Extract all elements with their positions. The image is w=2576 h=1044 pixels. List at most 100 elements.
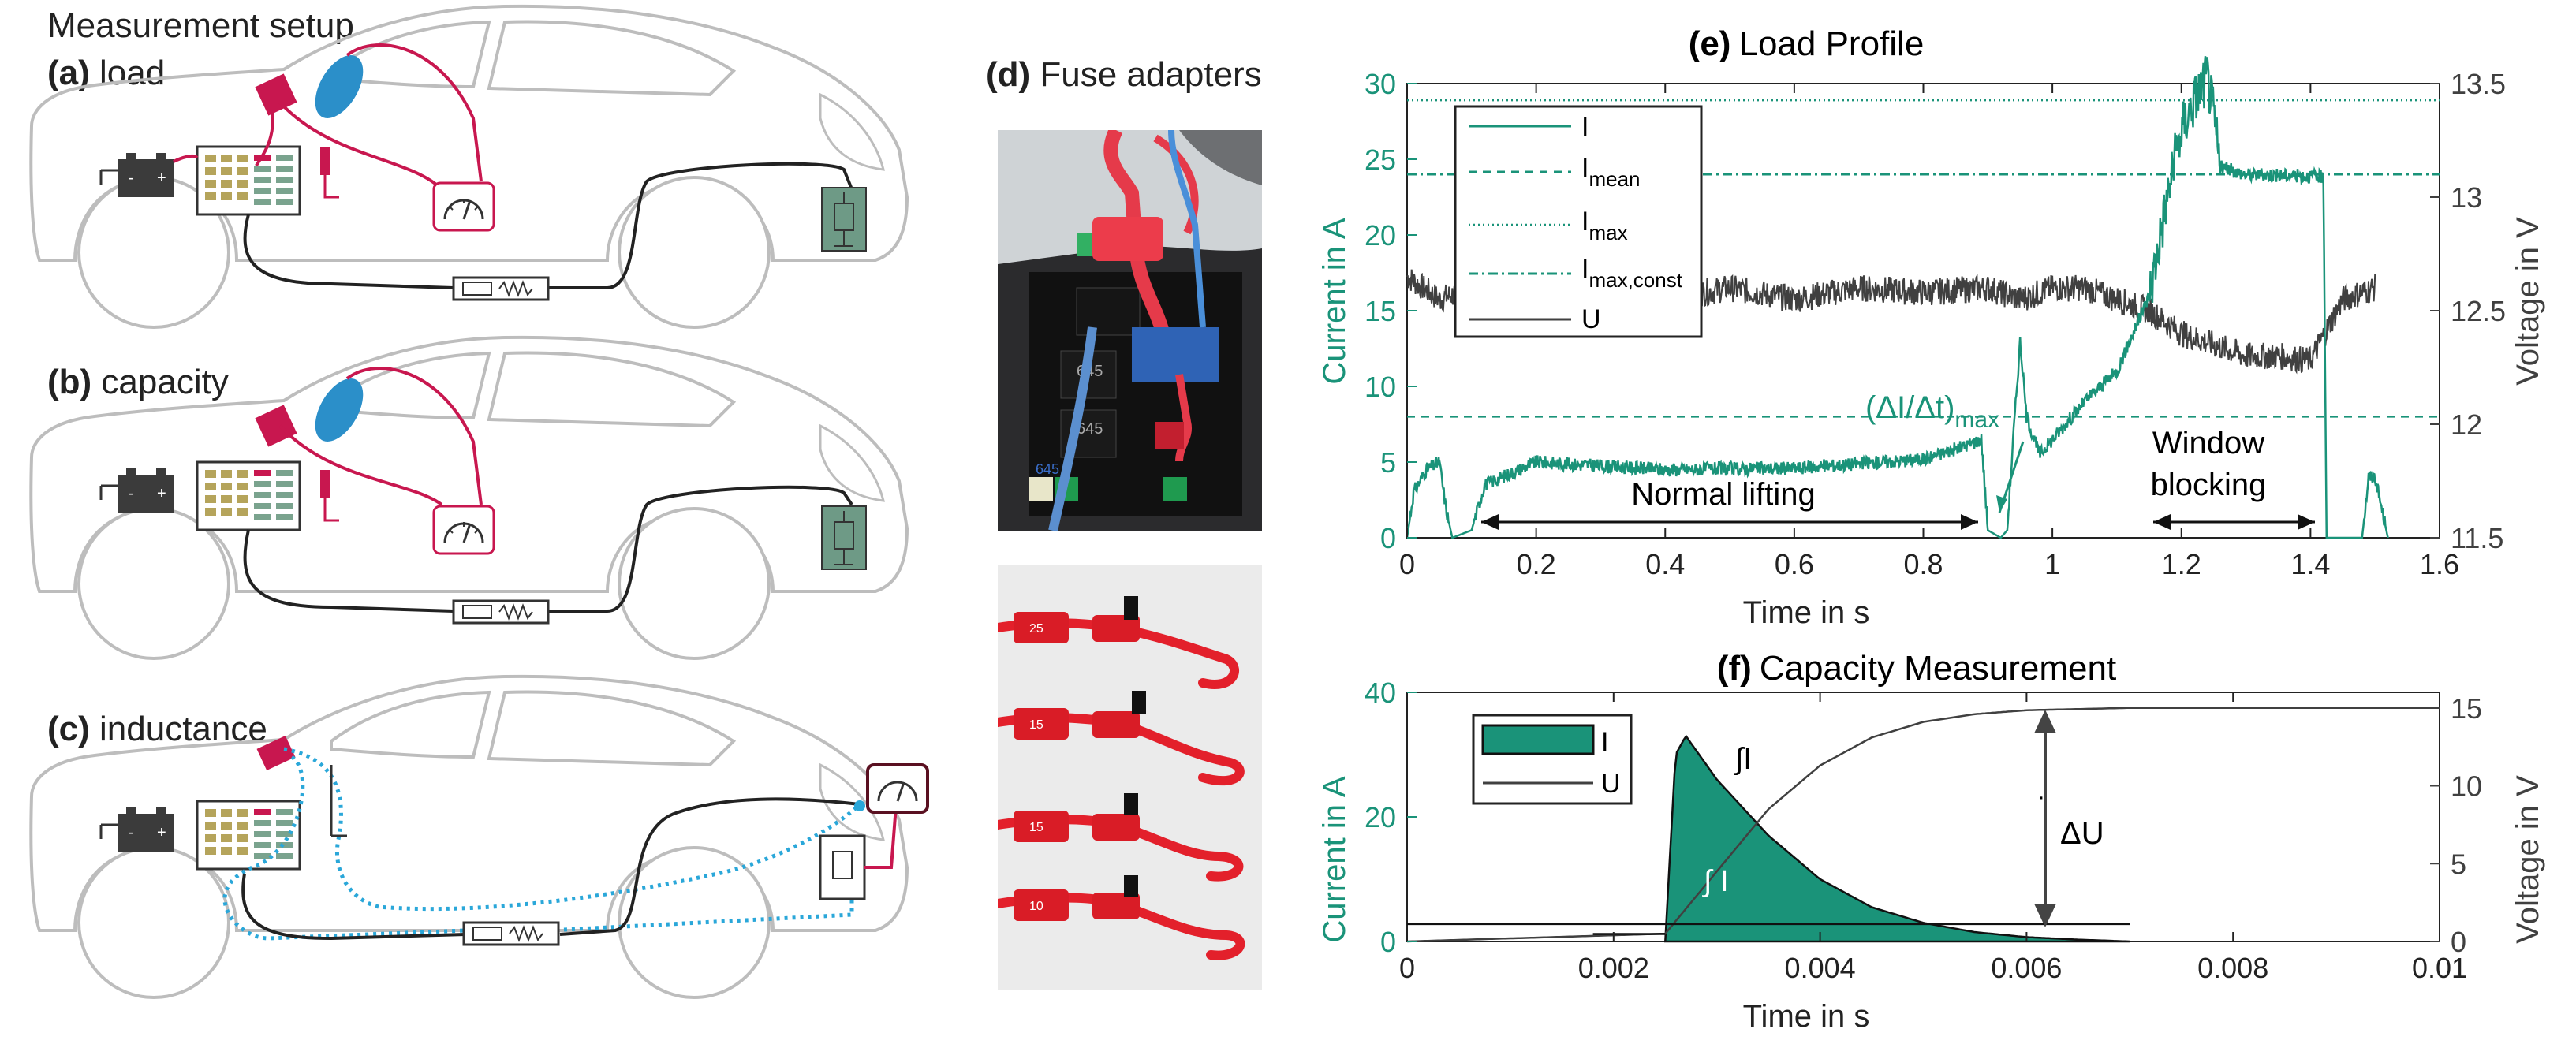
series-u-line-f	[1406, 707, 2440, 943]
chart-e-xtick-label: 0.8	[1903, 548, 1943, 580]
current-probe-b	[315, 378, 364, 442]
chart-f-xlabel: Time in s	[1743, 999, 1870, 1034]
panel-d-letter: (d)	[986, 55, 1031, 94]
chart-e-ytick-right-label: 11.5	[2451, 522, 2503, 554]
series-i-line	[1406, 56, 2389, 539]
adapter-label-2: 15	[1029, 718, 1043, 732]
adapter-label-3: 15	[1029, 821, 1043, 834]
panel-d-text: Fuse adapters	[1040, 55, 1262, 94]
panel-c-letter: (c)	[47, 710, 90, 748]
legend-f-i-swatch	[1481, 724, 1595, 755]
chart-f-title-text: Capacity Measurement	[1760, 649, 2116, 688]
label-integral-top: ∫I	[1734, 743, 1752, 776]
legend-e-i: I	[1581, 112, 1589, 142]
harness-b	[452, 599, 550, 625]
battery-a-plus: +	[157, 170, 166, 187]
chart-e-xlabel: Time in s	[1743, 595, 1870, 630]
chart-f-ytick-right-label: 0	[2451, 926, 2466, 958]
panel-b-letter: (b)	[47, 363, 92, 401]
load-box-a	[821, 187, 867, 252]
battery-c-minus: -	[129, 824, 134, 841]
chart-f-title: (f)Capacity Measurement	[1717, 649, 2116, 688]
panel-d-label: (d) Fuse adapters	[986, 55, 1262, 95]
chart-f-ytick-right-label: 15	[2451, 692, 2482, 725]
chart-f-annotations: ∫I ∫ I ΔU ·	[1702, 710, 2104, 927]
meter-c	[866, 763, 929, 814]
chart-f-ylabel-right: Voltage in V	[2511, 775, 2545, 944]
chart-e-xtick-label: 0.2	[1517, 548, 1556, 580]
chart-f-ytick-left-label: 40	[1365, 677, 1396, 709]
chart-e-xtick-label: 0	[1399, 548, 1415, 580]
chart-e-annotations: Normal lifting Window blocking (ΔI/Δt)ma…	[1481, 390, 2315, 530]
fuse-box-photo-art: 645 645 645	[998, 130, 1262, 531]
chart-f-xtick-label: 0.008	[2197, 952, 2268, 984]
setup-title: Measurement setup	[47, 6, 354, 46]
diagram-load: - +	[29, 4, 909, 329]
panel-b-text: capacity	[101, 363, 229, 401]
legend-e-u: U	[1581, 304, 1601, 334]
harness-a	[452, 276, 550, 301]
label-delta-u: ΔU	[2060, 816, 2104, 851]
adapter-label-1: 25	[1029, 622, 1043, 636]
panel-b-label: (b) capacity	[47, 363, 229, 402]
load-box-b	[821, 505, 867, 570]
battery-c-plus: +	[157, 824, 166, 841]
diagram-capacity: - +	[29, 335, 909, 660]
diagram-inductance: - +	[29, 674, 929, 999]
chart-f-xtick-label: 0.002	[1578, 952, 1649, 984]
chart-e-ytick-right-label: 12.5	[2451, 295, 2506, 327]
label-window-line2: blocking	[2151, 468, 2267, 502]
chart-f-xtick-label: 0.01	[2412, 952, 2467, 984]
chart-e-xtick-label: 0.4	[1645, 548, 1685, 580]
chart-e-xtick-label: 1.2	[2162, 548, 2201, 580]
chart-e-ytick-left-label: 30	[1365, 68, 1396, 100]
label-integral-area: ∫ I	[1702, 865, 1729, 898]
battery-b-plus: +	[157, 485, 166, 502]
battery-b-minus: -	[129, 485, 134, 502]
chart-e-title: (e)Load Profile	[1689, 24, 1925, 63]
chart-e-xtick-label: 0.6	[1775, 548, 1814, 580]
chart-e-ytick-left-label: 20	[1365, 219, 1396, 252]
chart-e-ylabel-left: Current in A	[1317, 218, 1352, 385]
panel-a-text: load	[99, 54, 166, 92]
chart-e-letter: (e)	[1689, 24, 1731, 63]
fusebox-c	[196, 800, 301, 871]
fuse-label-3: 645	[1036, 461, 1059, 477]
chart-f-ytick-left-label: 20	[1365, 801, 1396, 833]
chart-capacity: (f)Capacity Measurement 0 0.002 0.004 0.006…	[1317, 649, 2545, 1034]
panel-a-label: (a) load	[47, 54, 165, 93]
harness-c	[462, 921, 560, 946]
current-probe-a	[315, 55, 364, 118]
chart-e-ytick-left-label: 0	[1380, 522, 1396, 554]
chart-e-ytick-right-label: 12	[2451, 408, 2482, 441]
fuse-adapter-b	[255, 405, 297, 447]
fuse-adapter-a	[255, 73, 297, 116]
series-i-area	[1663, 734, 2130, 943]
chart-f-legend: I U	[1472, 714, 1633, 805]
chart-e-xtick-label: 1.4	[2290, 548, 2330, 580]
chart-f-letter: (f)	[1717, 649, 1752, 688]
chart-f-xtick-label: 0.004	[1785, 952, 1856, 984]
chart-e-xtick-label: 1.6	[2420, 548, 2459, 580]
fuse-adapter-c	[256, 735, 296, 771]
meter-a	[432, 181, 495, 232]
meter-b	[432, 505, 495, 555]
chart-e-ytick-left-label: 5	[1380, 446, 1396, 479]
label-normal-lifting: Normal lifting	[1631, 477, 1815, 512]
fuse-adapters-photo: 25 15 15 10	[998, 565, 1262, 990]
chart-e-title-text: Load Profile	[1738, 24, 1924, 63]
dotted-loop-wire	[283, 747, 861, 912]
blue-clamp	[1132, 327, 1219, 382]
battery-a-minus: -	[129, 170, 134, 187]
chart-e-ytick-right-label: 13.5	[2451, 68, 2506, 100]
chart-f-ytick-left-label: 0	[1380, 926, 1396, 958]
chart-f-xtick-label: 0	[1399, 952, 1415, 984]
chart-e-ylabel-right: Voltage in V	[2511, 217, 2545, 386]
legend-f-i: I	[1601, 727, 1608, 757]
fusebox-a	[196, 145, 301, 216]
chart-f-xtick-label: 0.006	[1991, 952, 2062, 984]
chart-e-legend: I Imean Imax Imax,const U	[1454, 105, 1703, 338]
chart-e-ytick-left-label: 10	[1365, 371, 1396, 403]
chart-e-ytick-left-label: 15	[1365, 295, 1396, 327]
setup-diagrams: - + - + - +	[29, 4, 929, 999]
